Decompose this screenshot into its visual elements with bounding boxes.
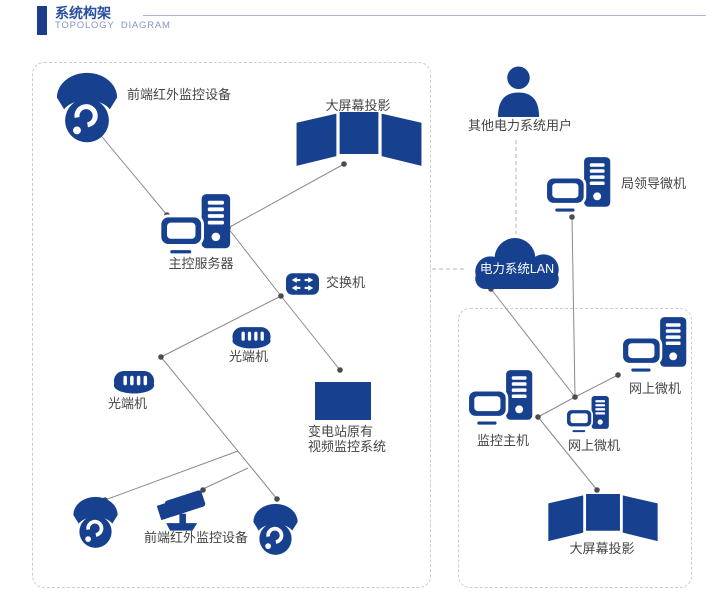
node-label-lan-cloud: 电力系统LAN: [479, 262, 555, 276]
dome-camera-icon: [55, 72, 119, 145]
bullet-camera-icon: [156, 489, 206, 531]
dome-camera-icon: [252, 503, 299, 557]
optical-terminal-icon: [113, 371, 155, 394]
projection-screens-icon: [548, 494, 658, 542]
node-label-substation-1: 变电站原有: [308, 424, 374, 439]
node-label-net-pc-top: 网上微机: [628, 381, 682, 396]
node-label-leader-pc: 局领导微机: [621, 176, 687, 191]
node-label-net-pc-small: 网上微机: [567, 438, 621, 453]
node-label-switch: 交换机: [326, 275, 366, 290]
node-label-monitor-host: 监控主机: [476, 433, 530, 448]
node-label-optical-2: 光端机: [108, 396, 148, 411]
computer-server-icon: [466, 370, 534, 426]
dome-camera-icon: [72, 496, 119, 550]
projection-screens-icon: [296, 112, 422, 166]
substation-block: [315, 382, 371, 420]
page-subtitle: TOPOLOGY DIAGRAM: [55, 20, 171, 31]
switch-icon: [286, 273, 319, 295]
node-label-optical-1: 光端机: [229, 349, 269, 364]
node-label-main-server: 主控服务器: [168, 256, 234, 271]
header-accent-bar: [37, 6, 47, 35]
computer-server-icon: [620, 317, 688, 373]
optical-terminal-icon: [232, 327, 271, 349]
node-label-other-users: 其他电力系统用户: [467, 118, 573, 133]
user-icon: [497, 66, 540, 117]
node-label-projection-top: 大屏幕投影: [325, 98, 391, 113]
node-label-substation-2: 视频监控系统: [308, 439, 387, 454]
header-rule: [143, 15, 706, 16]
node-label-camera-top: 前端红外监控设备: [127, 87, 232, 102]
node-label-cameras-bottom: 前端红外监控设备: [144, 530, 249, 545]
computer-server-icon: [544, 157, 612, 213]
page-title: 系统构架: [55, 5, 111, 21]
left-group-box: [32, 62, 431, 588]
computer-server-icon: [565, 396, 610, 433]
node-label-projection-right: 大屏幕投影: [569, 541, 635, 556]
computer-server-icon: [158, 194, 232, 255]
